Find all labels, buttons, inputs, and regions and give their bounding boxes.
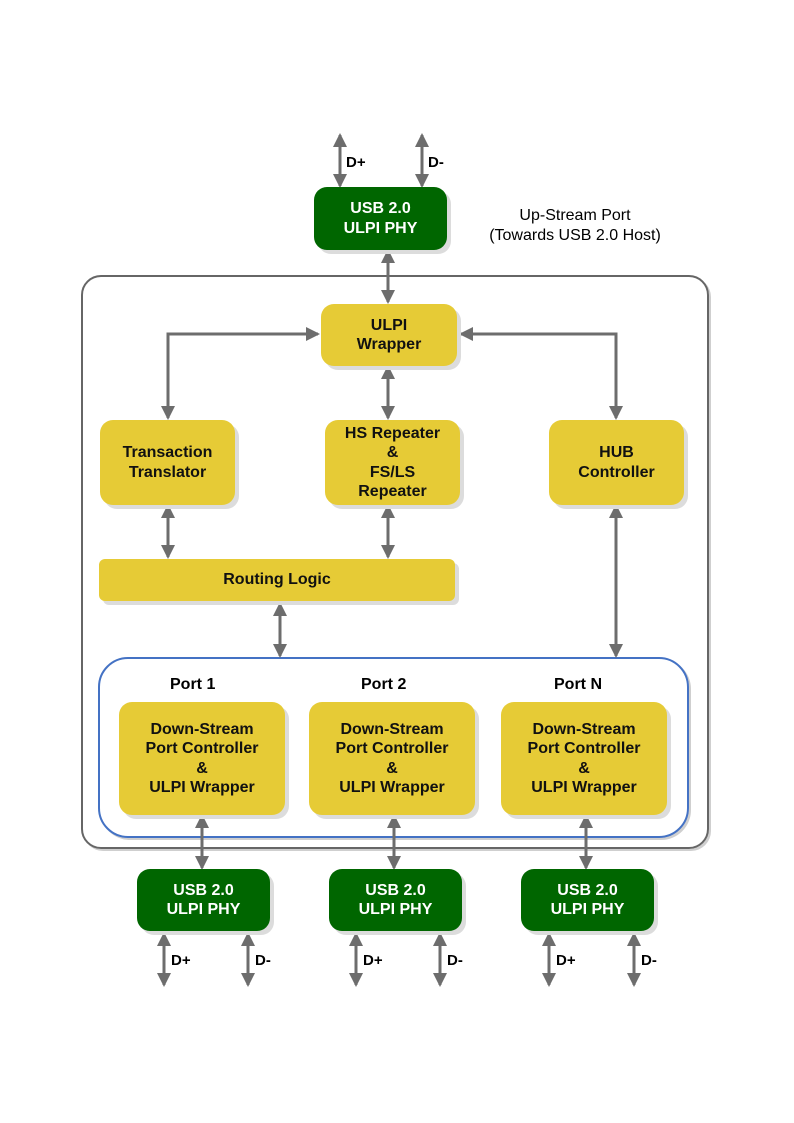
portn-controller-line4: ULPI Wrapper bbox=[531, 779, 637, 796]
hs-fsls-repeater-block: HS Repeater & FS/LS Repeater bbox=[325, 420, 460, 505]
portn-phy-line1: USB 2.0 bbox=[557, 881, 618, 899]
upstream-dplus-label: D+ bbox=[346, 154, 366, 171]
portn-controller-line2: Port Controller bbox=[527, 740, 641, 757]
portn-controller-block: Down-Stream Port Controller & ULPI Wrapp… bbox=[501, 702, 667, 815]
port1-usb-phy-block: USB 2.0 ULPI PHY bbox=[137, 869, 270, 931]
portn-dminus-label: D- bbox=[641, 952, 657, 969]
routing-logic-label: Routing Logic bbox=[223, 571, 331, 589]
port1-controller-line2: Port Controller bbox=[145, 740, 259, 757]
port1-dplus-label: D+ bbox=[171, 952, 191, 969]
port1-controller-line1: Down-Stream bbox=[150, 720, 254, 738]
portn-usb-phy-block: USB 2.0 ULPI PHY bbox=[521, 869, 654, 931]
port2-phy-line1: USB 2.0 bbox=[365, 881, 426, 899]
hub-controller-line1: HUB bbox=[599, 444, 634, 461]
tt-line2: Translator bbox=[128, 463, 207, 481]
port1-controller-line4: ULPI Wrapper bbox=[149, 779, 255, 796]
port2-controller-line2: Port Controller bbox=[335, 740, 449, 757]
portn-phy-line2: ULPI PHY bbox=[550, 901, 625, 918]
port2-label: Port 2 bbox=[361, 676, 407, 693]
ulpi-wrapper-block: ULPI Wrapper bbox=[321, 304, 457, 366]
upstream-caption-line2: (Towards USB 2.0 Host) bbox=[489, 227, 661, 244]
phy-line2: ULPI PHY bbox=[343, 219, 418, 237]
repeater-line1: HS Repeater bbox=[344, 424, 441, 442]
port2-phy-line2: ULPI PHY bbox=[358, 901, 433, 918]
ulpi-to-hub-controller-connector bbox=[459, 327, 623, 420]
port1-label: Port 1 bbox=[170, 676, 216, 693]
portn-dplus-label: D+ bbox=[556, 952, 576, 969]
portn-controller-line3: & bbox=[578, 759, 590, 777]
port2-dplus-label: D+ bbox=[363, 952, 383, 969]
repeater-line2: & bbox=[386, 444, 399, 461]
phy-line1: USB 2.0 bbox=[350, 200, 411, 217]
ulpi-wrapper-line1: ULPI bbox=[370, 316, 408, 334]
port2-dminus-label: D- bbox=[447, 952, 463, 969]
port2-usb-phy-block: USB 2.0 ULPI PHY bbox=[329, 869, 462, 931]
hub-controller-line2: Controller bbox=[578, 463, 655, 481]
upstream-usb-phy-block: USB 2.0 ULPI PHY bbox=[314, 187, 447, 250]
port1-controller-line3: & bbox=[196, 759, 208, 777]
routing-logic-block: Routing Logic bbox=[99, 559, 455, 601]
ulpi-to-tt-connector bbox=[161, 327, 320, 420]
hub-controller-block: HUB Controller bbox=[549, 420, 684, 505]
repeater-line4: Repeater bbox=[358, 483, 427, 500]
port1-phy-line2: ULPI PHY bbox=[166, 901, 241, 918]
port2-controller-line1: Down-Stream bbox=[340, 720, 444, 738]
port1-dminus-label: D- bbox=[255, 952, 271, 969]
port1-controller-block: Down-Stream Port Controller & ULPI Wrapp… bbox=[119, 702, 285, 815]
upstream-port-caption: Up-Stream Port (Towards USB 2.0 Host) bbox=[470, 206, 680, 246]
portn-label: Port N bbox=[554, 676, 602, 693]
upstream-dminus-label: D- bbox=[428, 154, 444, 171]
tt-line1: Transaction bbox=[122, 444, 213, 461]
port1-phy-line1: USB 2.0 bbox=[173, 881, 234, 899]
upstream-caption-line1: Up-Stream Port bbox=[519, 207, 631, 224]
transaction-translator-block: Transaction Translator bbox=[100, 420, 235, 505]
port2-controller-block: Down-Stream Port Controller & ULPI Wrapp… bbox=[309, 702, 475, 815]
port2-controller-line4: ULPI Wrapper bbox=[339, 779, 445, 796]
repeater-line3: FS/LS bbox=[369, 463, 416, 481]
ulpi-wrapper-line2: Wrapper bbox=[356, 336, 422, 353]
portn-controller-line1: Down-Stream bbox=[532, 720, 636, 738]
port2-controller-line3: & bbox=[386, 759, 398, 777]
